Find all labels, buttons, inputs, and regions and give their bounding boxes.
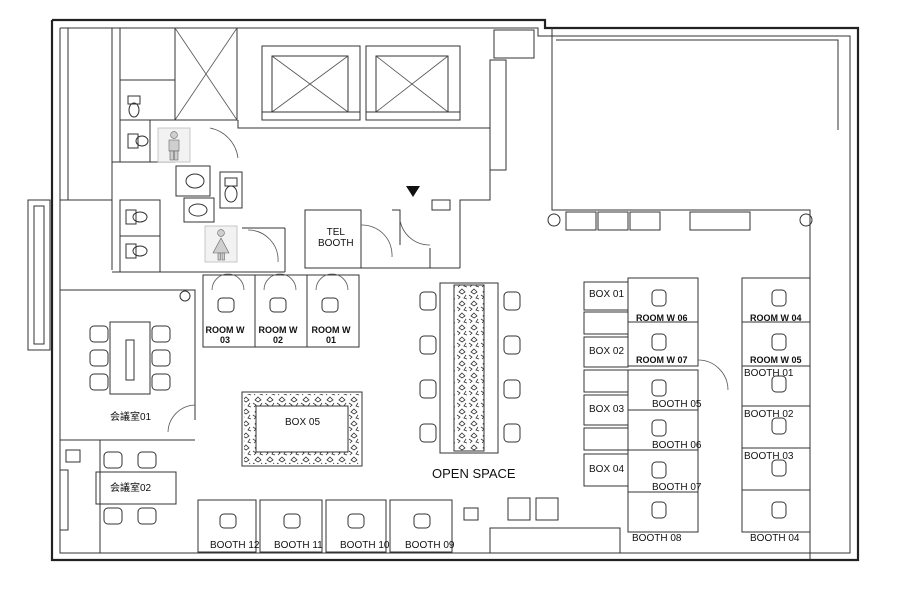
restrooms: [112, 79, 286, 273]
table-icon: [95, 471, 177, 505]
chair-icon: [219, 513, 431, 529]
room-w-01-line-2: 01: [325, 335, 336, 345]
womens-restroom-icon: [204, 225, 238, 263]
tel-booth-label: TEL BOOTH: [318, 228, 354, 249]
booth-08-label: BOOTH 08: [632, 533, 682, 544]
room-w-03-line-1: ROOM W: [205, 325, 245, 335]
box-05: [241, 391, 363, 467]
booth-06-label: BOOTH 06: [652, 440, 702, 451]
open-space-table: [419, 282, 521, 454]
chair-icon: [651, 289, 667, 519]
booth-02-label: BOOTH 02: [744, 409, 794, 420]
service-core: [60, 27, 507, 270]
booth-07-label: BOOTH 07: [652, 482, 702, 493]
right-booths: [741, 277, 811, 533]
room-w-01-label: ROOM W 01: [309, 325, 353, 345]
tel-booth-line-1: TEL: [326, 227, 345, 238]
chair-icon: [103, 451, 157, 525]
room-w-row: [202, 273, 360, 348]
planter-icon: [453, 284, 485, 452]
box-03-label: BOX 03: [589, 404, 625, 415]
booth-12-label: BOOTH 12: [210, 540, 260, 551]
booth-09-label: BOOTH 09: [405, 540, 455, 551]
box-01-label: BOX 01: [589, 289, 625, 300]
booth-01-label: BOOTH 01: [744, 368, 794, 379]
room-w-03-label: ROOM W 03: [203, 325, 247, 345]
booth-04-label: BOOTH 04: [750, 533, 800, 544]
box-02-label: BOX 02: [589, 346, 625, 357]
tel-booth-line-2: BOOTH: [318, 238, 354, 249]
room-w-02-label: ROOM W 02: [256, 325, 300, 345]
booth-03-label: BOOTH 03: [744, 451, 794, 462]
room-w-02-line-2: 02: [272, 335, 283, 345]
exterior-walls: [27, 18, 860, 562]
room-w-05-label: ROOM W 05: [750, 355, 802, 365]
meeting-room-01-label: 会議室01: [110, 412, 152, 423]
booth-10-label: BOOTH 10: [340, 540, 390, 551]
mens-restroom-icon: [157, 127, 191, 163]
chair-icon: [419, 291, 521, 443]
open-space-label: OPEN SPACE: [432, 466, 516, 481]
room-w-01-line-1: ROOM W: [311, 325, 351, 335]
meeting-room-02: [59, 440, 177, 553]
box-column: [583, 281, 629, 487]
toilet-icon: [125, 95, 238, 259]
booth-11-label: BOOTH 11: [274, 540, 323, 551]
room-w-04-label: ROOM W 04: [750, 313, 802, 323]
tel-booth: [304, 209, 460, 269]
room-w-03-line-2: 03: [219, 335, 230, 345]
meeting-room-02-label: 会議室02: [110, 483, 152, 494]
room-w-06-label: ROOM W 06: [636, 313, 688, 323]
elevator-icon: [375, 55, 449, 113]
meeting-room-01: [60, 289, 196, 441]
bottom-booths: [197, 497, 621, 553]
chair-icon: [217, 297, 339, 313]
mid-booths: [627, 277, 729, 533]
room-w-07-label: ROOM W 07: [636, 355, 688, 365]
entrance-arrow-icon: [406, 186, 420, 197]
chair-icon: [89, 325, 171, 391]
box-04-label: BOX 04: [589, 464, 625, 475]
room-w-02-line-1: ROOM W: [258, 325, 298, 335]
booth-05-label: BOOTH 05: [652, 399, 702, 410]
chair-icon: [771, 289, 787, 519]
box-05-label: BOX 05: [285, 417, 321, 428]
table-icon: [109, 321, 151, 395]
entrance: [399, 186, 461, 268]
elevator-icon: [271, 55, 349, 113]
